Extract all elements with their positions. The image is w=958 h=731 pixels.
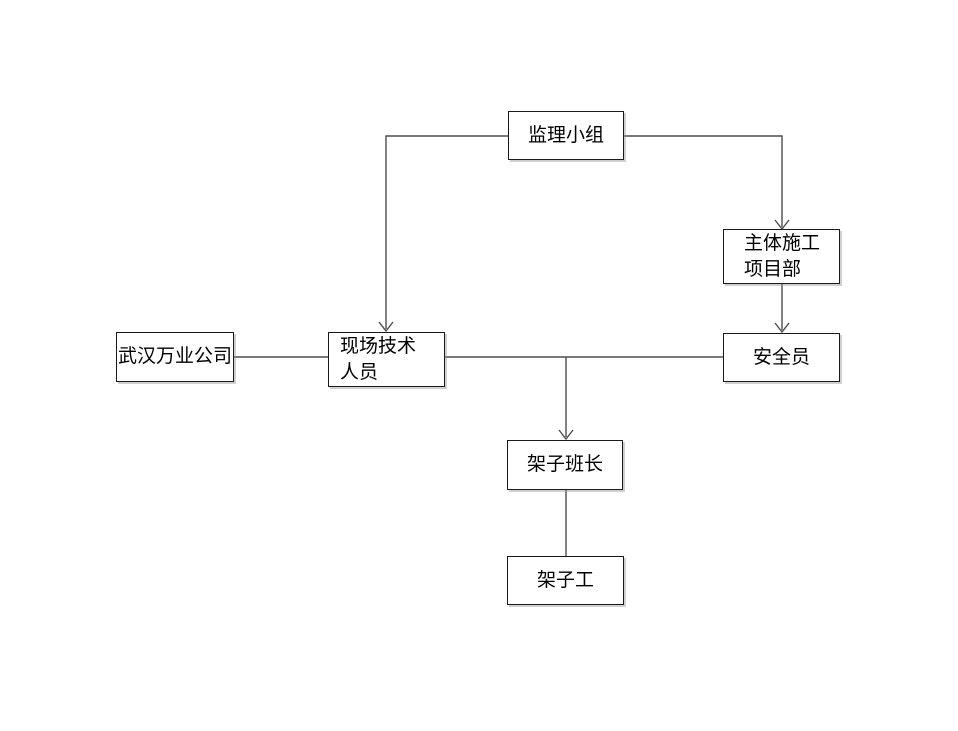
- node-supervision-group-label: 监理小组: [527, 124, 604, 146]
- node-scaffold-foreman: 架子班长: [507, 440, 623, 490]
- node-supervision-group: 监理小组: [508, 111, 624, 160]
- arrowhead-safety-officer: [774, 322, 790, 334]
- node-scaffold-foreman-label: 架子班长: [526, 454, 603, 475]
- edge-supervision-to-main-construction: [624, 135, 783, 227]
- arrowhead-site-technical: [378, 321, 394, 333]
- node-safety-officer: 安全员: [723, 333, 840, 382]
- edge-supervision-to-site-technical: [385, 135, 508, 329]
- arrowhead-main-construction: [774, 219, 790, 231]
- node-main-construction-dept: 主体施工 项目部: [723, 229, 840, 284]
- node-wuhan-wanye-company: 武汉万业公司: [116, 332, 234, 382]
- node-safety-officer-label: 安全员: [752, 346, 810, 368]
- arrowhead-scaffold-foreman: [558, 429, 574, 441]
- node-wuhan-wanye-company-label: 武汉万业公司: [117, 346, 232, 367]
- node-scaffolder-label: 架子工: [536, 569, 594, 591]
- node-site-technical-staff-label: 现场技术 人员: [340, 335, 417, 383]
- node-site-technical-staff: 现场技术 人员: [328, 332, 445, 387]
- node-scaffolder: 架子工: [507, 556, 624, 605]
- node-main-construction-dept-label: 主体施工 项目部: [744, 232, 821, 280]
